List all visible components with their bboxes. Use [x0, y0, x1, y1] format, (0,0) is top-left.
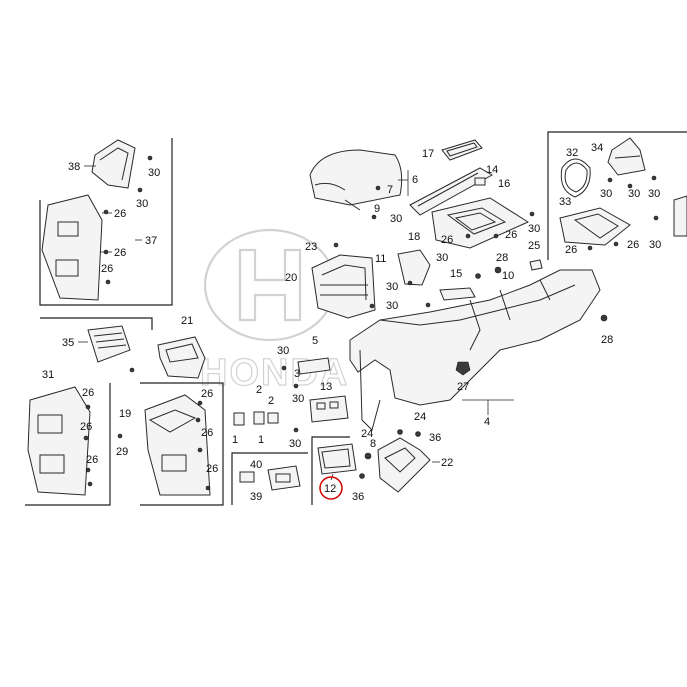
callout-30: 30	[648, 188, 660, 200]
callout-28: 28	[496, 252, 508, 264]
callout-27: 27	[457, 381, 469, 393]
callout-30: 30	[386, 281, 398, 293]
callout-12: 12	[324, 483, 336, 495]
callout-labels: 38 30 30 26 26 26 37 35 21 31 26 26 26 1…	[42, 142, 661, 503]
callout-26: 26	[82, 387, 94, 399]
callout-30: 30	[600, 188, 612, 200]
callout-30: 30	[528, 223, 540, 235]
callout-18: 18	[408, 231, 420, 243]
callout-2: 2	[268, 395, 274, 407]
group-38-37	[39, 138, 173, 306]
callout-30: 30	[390, 213, 402, 225]
group-32-34-33	[547, 131, 687, 260]
callout-23: 23	[305, 241, 317, 253]
part-22-bracket	[359, 429, 440, 493]
callout-26: 26	[565, 244, 577, 256]
callout-26: 26	[201, 427, 213, 439]
callout-11: 11	[375, 253, 386, 265]
part-18-shifter-panel	[431, 197, 535, 249]
callout-30: 30	[148, 167, 160, 179]
part-15-pad	[425, 287, 476, 308]
callout-33: 33	[559, 196, 571, 208]
part-38-bracket	[91, 139, 136, 189]
group-12	[311, 436, 357, 505]
callout-19: 19	[119, 408, 131, 420]
callout-3: 3	[294, 368, 300, 380]
callout-26: 26	[627, 239, 639, 251]
callout-26: 26	[201, 388, 213, 400]
callout-29: 29	[116, 446, 128, 458]
part-21-tray	[157, 336, 206, 379]
callout-26: 26	[505, 229, 517, 241]
callout-28: 28	[601, 334, 613, 346]
callout-30: 30	[289, 438, 301, 450]
callout-30: 30	[292, 393, 304, 405]
part-11-bracket	[397, 249, 431, 286]
callout-20: 20	[285, 272, 297, 284]
callout-21: 21	[181, 315, 193, 327]
callout-6: 6	[412, 174, 418, 186]
callout-9: 9	[374, 203, 380, 215]
part-34-boot	[607, 137, 646, 176]
group-40-39	[231, 452, 308, 505]
part-14-trim	[409, 167, 494, 216]
callout-25: 25	[528, 240, 540, 252]
callout-24: 24	[414, 411, 426, 423]
part-1-2-switches	[233, 411, 279, 426]
part-27-fastener	[455, 361, 471, 376]
callout-1: 1	[232, 434, 238, 446]
callout-8: 8	[370, 438, 376, 450]
callout-38: 38	[68, 161, 80, 173]
part-4-console-body	[349, 269, 601, 431]
callout-26: 26	[114, 247, 126, 259]
callout-30: 30	[386, 300, 398, 312]
callout-30: 30	[277, 345, 289, 357]
part-6-armrest-lid	[309, 149, 409, 220]
callout-7: 7	[387, 184, 393, 196]
callout-26: 26	[206, 463, 218, 475]
callout-26: 26	[101, 263, 113, 275]
callout-4: 4	[484, 416, 490, 428]
callout-35: 35	[62, 337, 74, 349]
callout-37: 37	[145, 235, 157, 247]
group-31	[25, 383, 111, 506]
callout-26: 26	[80, 421, 92, 433]
part-3-13-switch-panel	[293, 383, 349, 433]
group-19	[117, 382, 224, 506]
part-5-bracket	[281, 357, 331, 375]
callout-24: 24	[361, 428, 373, 440]
callout-10: 10	[502, 270, 514, 282]
callout-5: 5	[312, 335, 318, 347]
callout-39: 39	[250, 491, 262, 503]
part-17-bezel	[441, 139, 483, 161]
callout-32: 32	[566, 147, 578, 159]
callout-26: 26	[114, 208, 126, 220]
callout-36: 36	[352, 491, 364, 503]
callout-30: 30	[436, 252, 448, 264]
callout-17: 17	[422, 148, 434, 160]
callout-40: 40	[250, 459, 262, 471]
part-35-vent	[40, 317, 153, 373]
callout-15: 15	[450, 268, 462, 280]
callout-26: 26	[86, 454, 98, 466]
part-37-side-panel	[41, 194, 103, 301]
callout-30: 30	[136, 198, 148, 210]
callout-13: 13	[320, 381, 332, 393]
callout-36: 36	[429, 432, 441, 444]
callout-1: 1	[258, 434, 264, 446]
callout-30: 30	[628, 188, 640, 200]
callout-30: 30	[649, 239, 661, 251]
callout-2: 2	[256, 384, 262, 396]
highlight-circle	[319, 476, 343, 500]
part-20-storage-box	[311, 242, 376, 319]
callout-31: 31	[42, 369, 54, 381]
callout-16: 16	[498, 178, 510, 190]
callout-22: 22	[441, 457, 453, 469]
callout-34: 34	[591, 142, 603, 154]
callout-26: 26	[441, 234, 453, 246]
callout-14: 14	[486, 164, 498, 176]
part-clips-upper	[475, 259, 608, 322]
